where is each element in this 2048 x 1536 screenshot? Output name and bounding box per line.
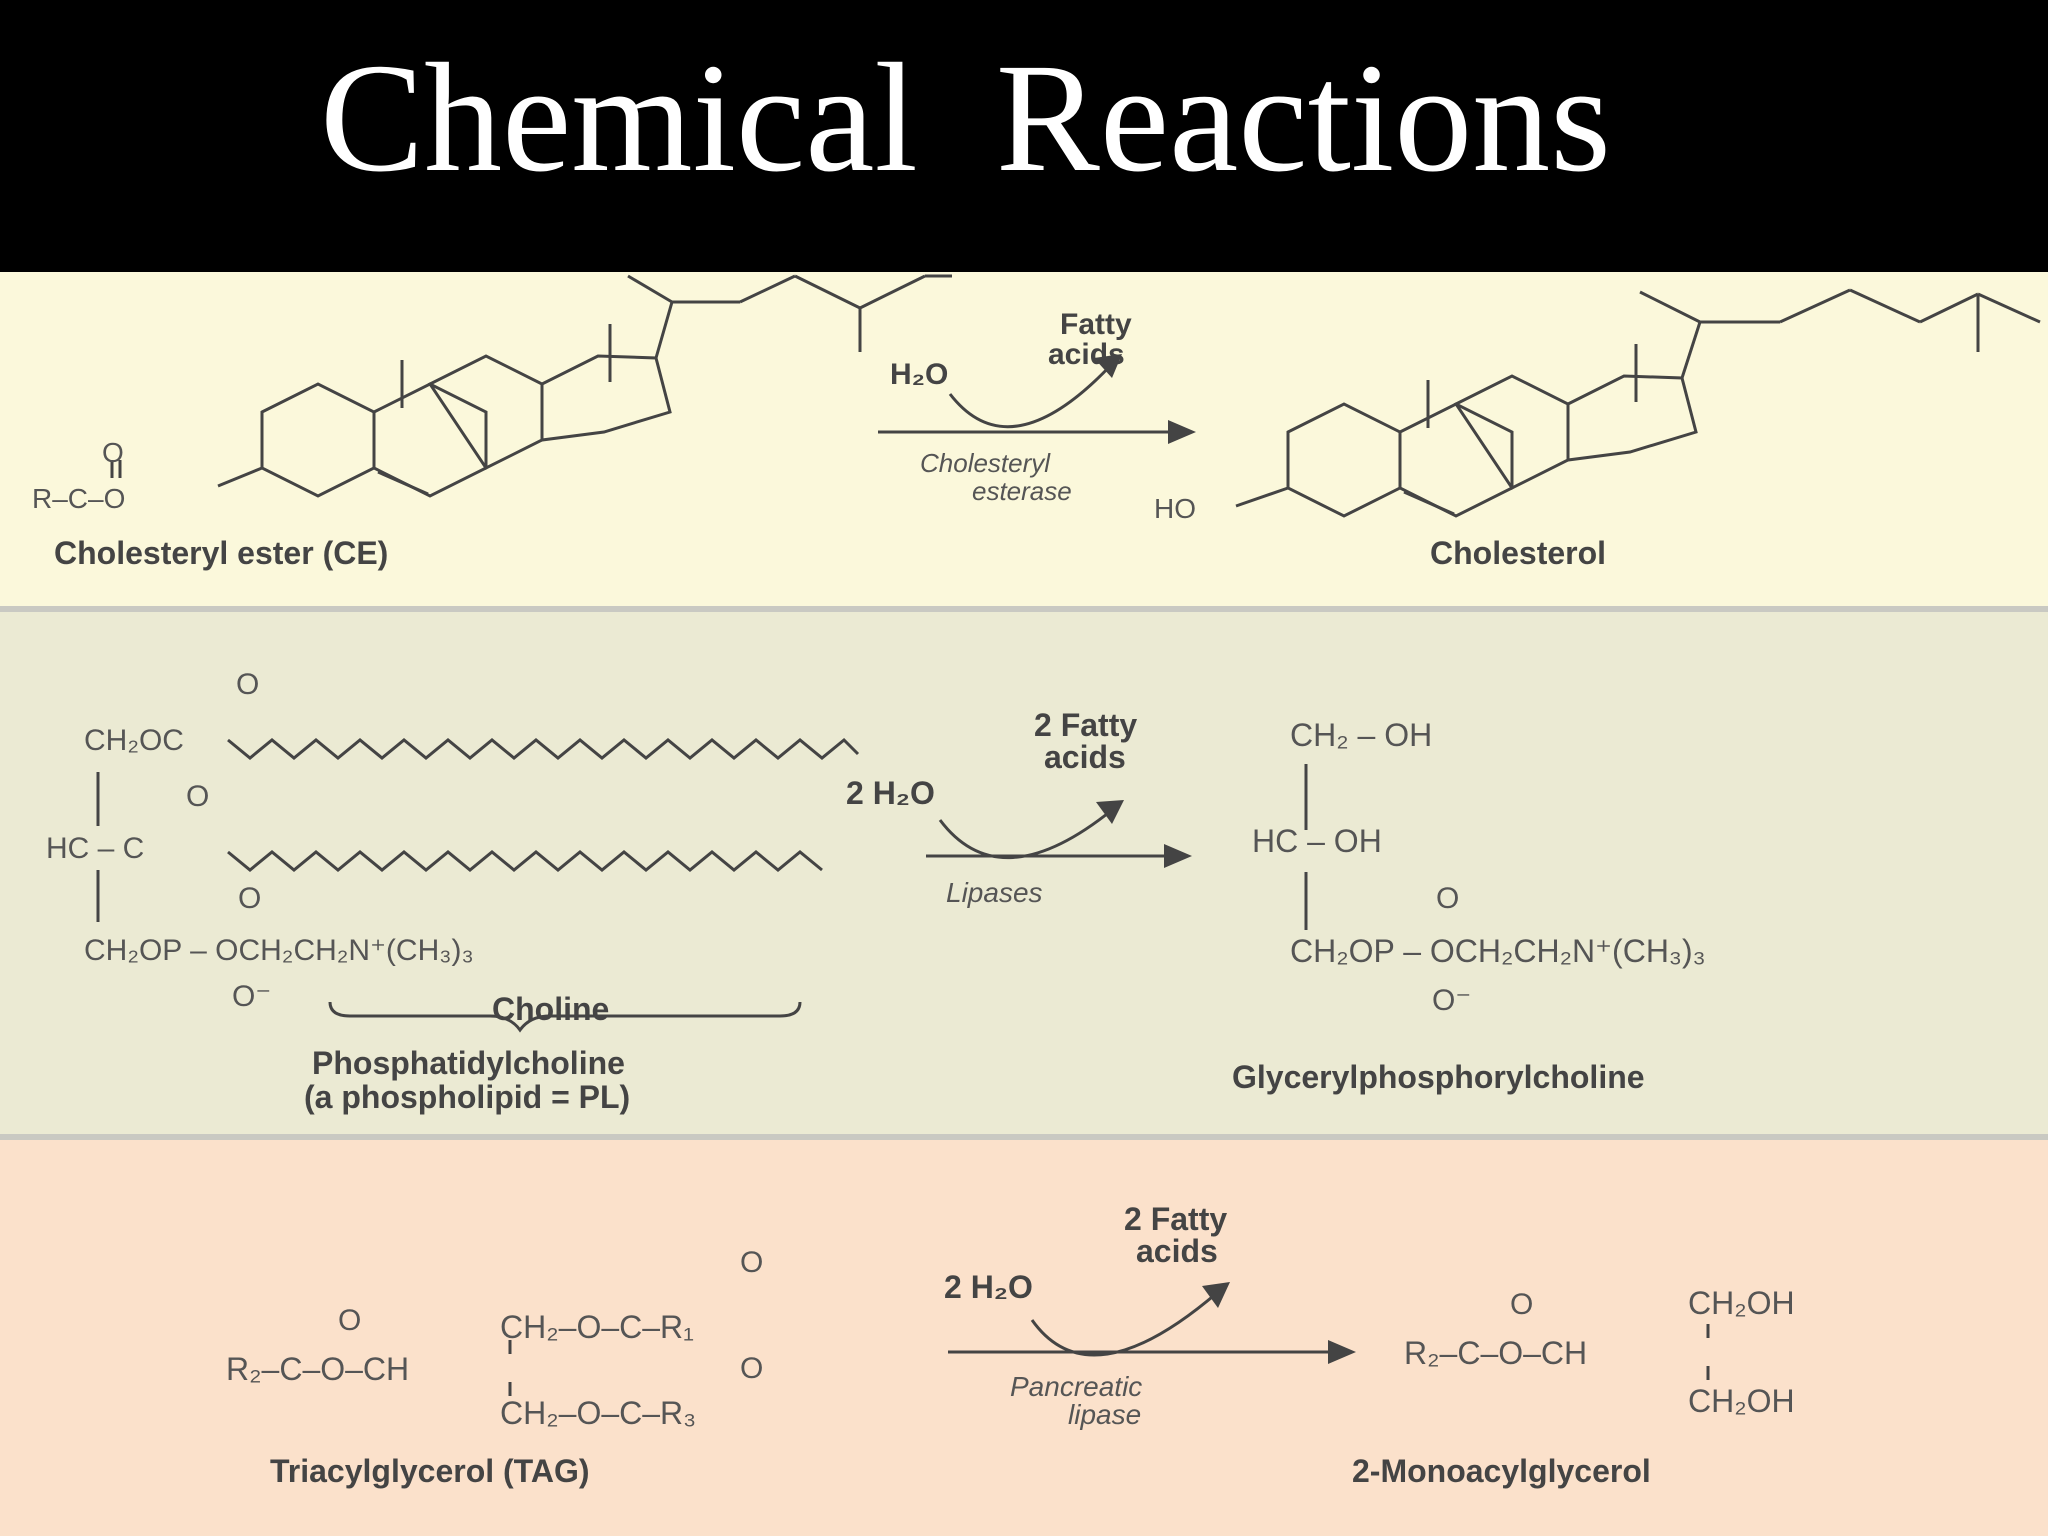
slide-title: Chemical Reactions bbox=[320, 31, 1611, 204]
oxo-label-3: O bbox=[238, 882, 261, 915]
product-top-row: CH₂OH bbox=[1688, 1285, 1795, 1321]
product-oxo-label: O bbox=[1510, 1288, 1533, 1321]
glycerol-row3: CH₂OP – OCH₂CH₂N⁺(CH₃)₃ bbox=[84, 934, 474, 967]
oxo-label: O bbox=[102, 437, 124, 468]
water-label: 2 H₂O bbox=[944, 1269, 1033, 1305]
fatty-acids-label-line1: Fatty bbox=[1060, 308, 1132, 341]
fatty-acids-label-line2: acids bbox=[1048, 338, 1125, 371]
water-label: H₂O bbox=[890, 358, 948, 391]
cholesterol-label: Cholesterol bbox=[1430, 535, 1606, 571]
reaction-arrow bbox=[948, 1282, 1356, 1364]
water-label: 2 H₂O bbox=[846, 775, 935, 811]
reaction-cholesteryl-ester-panel: O R–C–O Cholesteryl ester (CE) H₂O Fatty… bbox=[0, 272, 2048, 606]
enzyme-label-line1: Cholesteryl bbox=[920, 448, 1051, 478]
cholesteryl-ester-structure bbox=[110, 274, 952, 498]
oxo-label-2: O bbox=[186, 780, 209, 813]
reaction-cholesteryl-ester-diagram: O R–C–O Cholesteryl ester (CE) H₂O Fatty… bbox=[32, 274, 2041, 571]
fatty-acid-chain-1 bbox=[227, 737, 860, 760]
glycerylphosphorylcholine-label: Glycerylphosphorylcholine bbox=[1232, 1059, 1645, 1095]
enzyme-label-line2: lipase bbox=[1068, 1399, 1141, 1430]
product-row3: CH₂OP – OCH₂CH₂N⁺(CH₃)₃ bbox=[1290, 933, 1706, 969]
tag-top-row: CH₂–O–C–R₁ bbox=[500, 1309, 694, 1345]
fatty-acids-label-line1: 2 Fatty bbox=[1124, 1201, 1227, 1237]
product-oxo-label: O bbox=[1436, 882, 1459, 915]
monoacylglycerol-label: 2-Monoacylglycerol bbox=[1352, 1453, 1651, 1489]
cholesterol-structure bbox=[1235, 288, 2041, 518]
product-row1: CH₂ – OH bbox=[1290, 717, 1432, 753]
oxo-label-bottom: O bbox=[740, 1352, 763, 1385]
double-bond bbox=[1403, 490, 1455, 516]
phosphatidylcholine-structure bbox=[96, 737, 860, 1033]
product-bottom-row: CH₂OH bbox=[1688, 1383, 1795, 1419]
phosphatidylcholine-label-line2: (a phospholipid = PL) bbox=[304, 1079, 630, 1115]
reaction-triacylglycerol-panel: O CH₂–O–C–R₁ O R₂–C–O–CH O CH₂–O–C–R₃ Tr… bbox=[0, 1140, 2048, 1536]
choline-brace bbox=[328, 1001, 802, 1033]
product-phosphate-oxygen: O⁻ bbox=[1432, 984, 1471, 1017]
hydroxyl-label: HO bbox=[1154, 493, 1196, 524]
product-left-group: R₂–C–O–CH bbox=[1404, 1335, 1587, 1371]
enzyme-label-line1: Pancreatic bbox=[1010, 1371, 1142, 1402]
fatty-acids-label-line1: 2 Fatty bbox=[1034, 707, 1137, 743]
enzyme-label: Lipases bbox=[946, 877, 1043, 908]
glycerol-row1: CH₂OC bbox=[84, 724, 184, 757]
triacylglycerol-label: Triacylglycerol (TAG) bbox=[270, 1453, 590, 1489]
oxo-label-1: O bbox=[236, 668, 259, 701]
tag-bottom-row: CH₂–O–C–R₃ bbox=[500, 1395, 696, 1431]
fatty-acid-chain-2 bbox=[227, 850, 823, 872]
cholesteryl-ester-label: Cholesteryl ester (CE) bbox=[54, 535, 388, 571]
glycerol-row2: HC – C bbox=[46, 832, 144, 865]
panel-divider bbox=[0, 606, 2048, 612]
fatty-acids-label-line2: acids bbox=[1136, 1233, 1218, 1269]
reaction-arrow bbox=[878, 354, 1196, 444]
reaction-phosphatidylcholine-panel: O CH₂OC O HC – C O CH₂OP – OCH₂CH₂N⁺(CH₃… bbox=[0, 612, 2048, 1134]
fatty-acids-label-line2: acids bbox=[1044, 739, 1126, 775]
product-row2: HC – OH bbox=[1252, 823, 1382, 859]
oxo-label-left: O bbox=[338, 1304, 361, 1337]
acyl-group-label: R–C–O bbox=[32, 483, 125, 514]
phosphate-oxygen: O⁻ bbox=[232, 980, 271, 1013]
reaction-arrow bbox=[926, 800, 1192, 868]
reaction-phosphatidylcholine-diagram: O CH₂OC O HC – C O CH₂OP – OCH₂CH₂N⁺(CH₃… bbox=[46, 668, 1706, 1115]
double-bond bbox=[377, 470, 429, 496]
reaction-triacylglycerol-diagram: O CH₂–O–C–R₁ O R₂–C–O–CH O CH₂–O–C–R₃ Tr… bbox=[226, 1201, 1795, 1489]
tag-left-group: R₂–C–O–CH bbox=[226, 1351, 409, 1387]
title-bar: Chemical Reactions bbox=[0, 0, 2048, 272]
oxo-label-top: O bbox=[740, 1246, 763, 1279]
panel-divider bbox=[0, 1134, 2048, 1140]
phosphatidylcholine-label-line1: Phosphatidylcholine bbox=[312, 1045, 625, 1081]
enzyme-label-line2: esterase bbox=[972, 476, 1072, 506]
choline-label: Choline bbox=[492, 991, 609, 1027]
